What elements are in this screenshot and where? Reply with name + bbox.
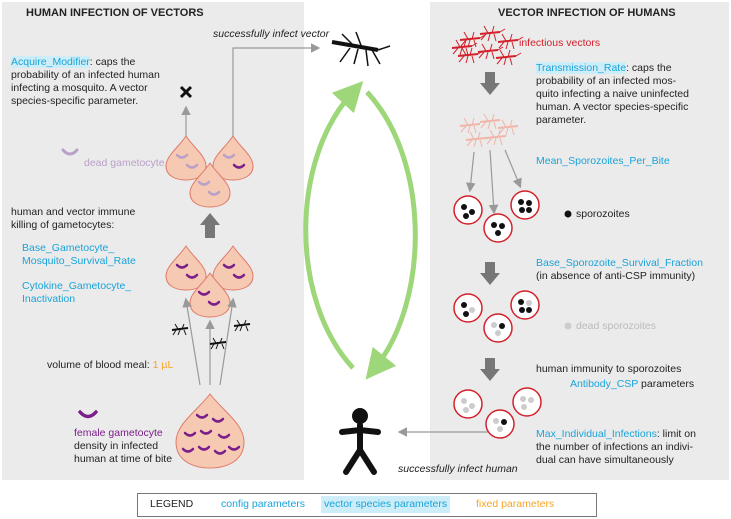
left-panel-title: HUMAN INFECTION OF VECTORS <box>26 7 204 19</box>
legend-vector: vector species parameters <box>321 496 451 513</box>
immunity-arrow <box>480 358 500 381</box>
surviving-cells-cluster <box>165 135 254 208</box>
trans-desc-2: probability of an infected mos- <box>536 75 677 87</box>
infect-vector-label: successfully infect vector <box>213 28 330 40</box>
feeding-mosquito-icon <box>233 319 251 332</box>
dead-gametocyte-label: dead gametocyte <box>84 157 165 169</box>
legend-fixed: fixed parameters <box>476 498 555 510</box>
female-gametocyte-icon <box>78 410 98 419</box>
final-sporozoites <box>453 387 542 439</box>
right-panel-title: VECTOR INFECTION OF HUMANS <box>498 7 676 19</box>
human-figure-icon <box>339 408 381 475</box>
trans-desc-4: human. A vector species-specific <box>536 101 689 113</box>
antibody-csp-param: Antibody_CSP <box>570 378 639 390</box>
antibody-line: Antibody_CSP parameters <box>570 378 694 391</box>
arrow-to-mosquito <box>232 43 321 140</box>
max-infections-param: Max_Individual_Infections <box>536 428 657 440</box>
dead-sporozoite-dot-icon <box>564 322 572 330</box>
legend: LEGEND config parameters vector species … <box>137 493 597 517</box>
legend-title: LEGEND <box>150 498 194 510</box>
infected-cells-cluster <box>165 245 254 318</box>
survival-note: (in absence of anti-CSP immunity) <box>536 270 696 282</box>
sporozoite-dot-icon <box>564 210 572 218</box>
immune-killing-arrow <box>200 213 220 238</box>
infectious-vectors-icon <box>451 25 524 66</box>
dead-sporozoites-label: dead sporozoites <box>576 320 656 332</box>
female-gametocyte-desc-1: density in infected <box>74 440 159 452</box>
blood-meal-label: volume of blood meal: <box>47 359 150 371</box>
transmission-line-1: Transmission_Rate: caps the <box>536 62 672 75</box>
blocked-x-icon <box>179 85 193 99</box>
trans-desc-1: : caps the <box>626 62 672 74</box>
trans-desc-5: parameter. <box>536 114 587 126</box>
gametocyte-survival-param-1: Base_Gametocyte_ <box>22 242 115 254</box>
sporozoite-inoculum <box>453 190 540 243</box>
legend-config: config parameters <box>221 498 306 510</box>
acquire-desc-4: species-specific parameter. <box>11 95 139 107</box>
feeding-mosquito-icon <box>171 323 189 336</box>
infected-human-blood-cell <box>175 393 245 469</box>
blood-meal-value: 1 µL <box>152 359 174 371</box>
trans-desc-3: quito infecting a naive uninfected <box>536 88 689 100</box>
sporozoite-survival-param: Base_Sporozoite_Survival_Fraction <box>536 257 703 269</box>
cytokine-param-2: Inactivation <box>22 293 76 305</box>
acquire-line-1: Acquire_Modifier: caps the <box>11 56 135 69</box>
max-desc-1: : limit on <box>656 428 696 440</box>
transmission-rate-param: Transmission_Rate <box>536 62 627 74</box>
max-infections-line-1: Max_Individual_Infections: limit on <box>536 428 696 441</box>
female-gametocyte-label: female gametocyte <box>74 427 163 439</box>
blood-meal-text: volume of blood meal: 1 µL <box>47 359 173 372</box>
acquire-desc-1: : caps the <box>89 56 136 68</box>
immune-text-1: human and vector immune <box>11 206 136 218</box>
mean-sporozoites-param: Mean_Sporozoites_Per_Bite <box>536 155 670 167</box>
biting-vectors-icon <box>459 113 519 148</box>
arrow-to-human <box>397 420 491 437</box>
vector-mosquito-icon <box>331 31 391 67</box>
feeding-mosquito-icon <box>209 337 227 350</box>
antibody-suffix: parameters <box>638 378 695 390</box>
max-desc-3: dual can have simultaneously <box>536 454 674 466</box>
max-desc-2: the number of infections an indivi- <box>536 441 694 453</box>
immunity-text: human immunity to sporozoites <box>536 363 682 375</box>
survival-arrow <box>480 262 500 285</box>
gametocyte-survival-param-2: Mosquito_Survival_Rate <box>22 255 136 267</box>
female-gametocyte-desc-2: human at time of bite <box>74 453 173 465</box>
cytokine-param-1: Cytokine_Gametocyte_ <box>22 280 132 292</box>
left-panel <box>2 2 304 480</box>
sporozoite-arrows <box>465 149 522 215</box>
infectious-vectors-label: infectious vectors <box>519 37 601 49</box>
transmission-cycle-arrows <box>303 80 418 380</box>
sporozoites-label: sporozoites <box>576 208 630 220</box>
transmission-arrow <box>480 72 500 95</box>
acquire-desc-2: probability of an infected human <box>11 69 160 81</box>
infect-human-label: successfully infect human <box>398 463 518 475</box>
dead-gametocyte-icon <box>61 148 79 156</box>
surviving-sporozoites <box>453 290 540 343</box>
acquire-desc-3: infecting a mosquito. A vector <box>11 82 148 94</box>
acquire-modifier-param: Acquire_Modifier <box>11 56 90 68</box>
blood-meal-arrows <box>182 297 237 386</box>
immune-text-2: killing of gametocytes: <box>11 219 115 231</box>
